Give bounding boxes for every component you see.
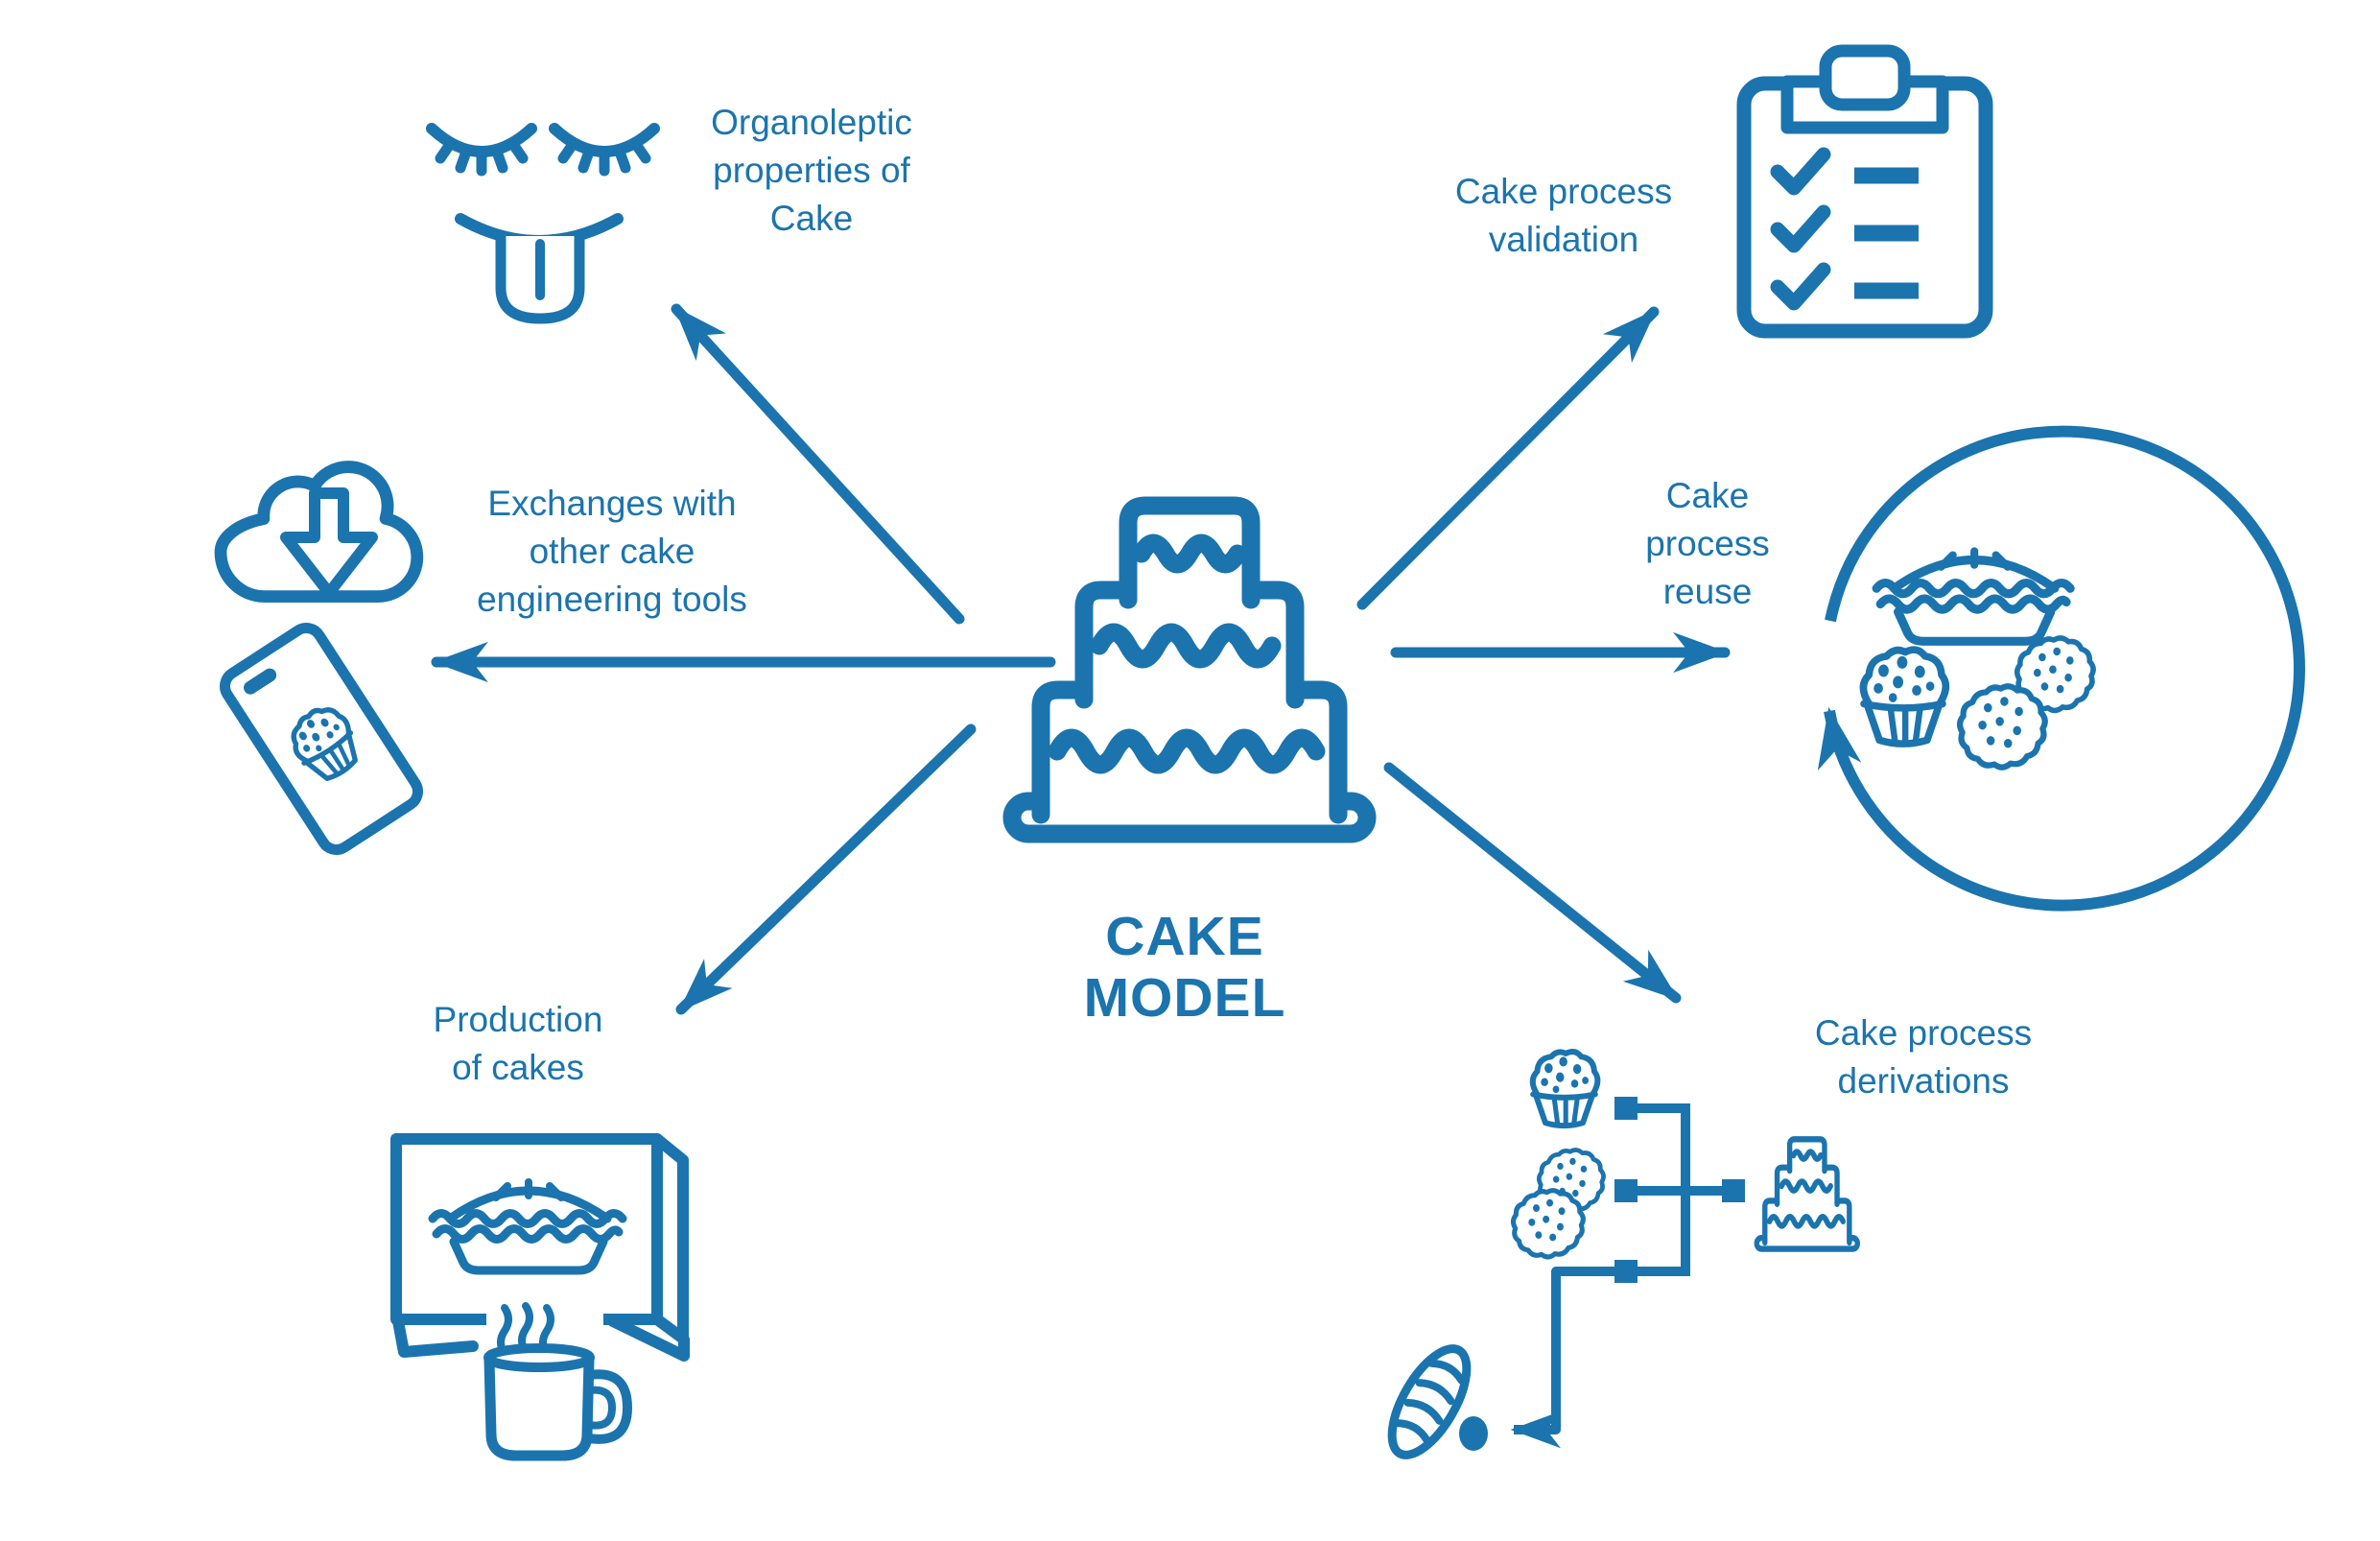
muffin-icon (1863, 648, 1945, 744)
small-cake-icon (1756, 1139, 1857, 1248)
cookie-icon (1960, 686, 2045, 767)
box-flap-left (392, 1316, 479, 1358)
arrow-to-organoleptic-line (671, 303, 965, 625)
box-flap-right (607, 1316, 690, 1362)
steaming-mug-icon (483, 1300, 632, 1461)
label-exchanges: Exchanges with other cake engineering to… (477, 484, 747, 619)
arrow-to-derivations (1383, 762, 1682, 1004)
arrow-to-validation (1356, 306, 1660, 610)
derivation-arrow (1510, 1267, 1614, 1449)
cloud-download-icon (214, 461, 424, 604)
closed-eye-left-icon (426, 123, 537, 177)
label-derivations: Cake process derivations (1814, 1013, 2033, 1101)
cookie-icon (1514, 1191, 1584, 1257)
tongue-icon (455, 213, 624, 324)
label-organoleptic: Organoleptic properties of Cake (711, 103, 912, 238)
closed-eye-right-icon (549, 123, 660, 177)
dot-node (1459, 1416, 1488, 1451)
bread-icon (1387, 1344, 1472, 1459)
cycle-arrow-icon (1818, 425, 2305, 912)
pie-box-mug-icon (390, 1133, 690, 1461)
box-side (651, 1133, 689, 1344)
checkmark-icon (1770, 147, 1831, 311)
label-reuse: Cake process reuse (1645, 476, 1770, 611)
derivation-flow-icon (1387, 1051, 1858, 1459)
cycle-pastries-icon (1818, 425, 2305, 912)
phone-camera-icon (244, 668, 277, 695)
label-production: Production of cakes (433, 1000, 603, 1087)
clipboard-checklist-icon (1736, 44, 1993, 339)
phone-muffin-icon (220, 623, 423, 855)
diagram-title: CAKE MODEL (1083, 906, 1286, 1029)
muffin-icon (1533, 1051, 1598, 1126)
radial-arrows (431, 303, 1731, 1015)
pie-icon (433, 1182, 623, 1270)
arrow-to-production (675, 723, 977, 1015)
checklist-line-icon (1854, 167, 1919, 299)
connector-lines (1638, 1103, 1722, 1276)
connector-node-squares (1614, 1097, 1745, 1283)
taste-face-icon (426, 123, 660, 324)
pie-icon (1876, 551, 2070, 641)
label-validation: Cake process validation (1454, 172, 1673, 259)
tiered-cake-icon (1012, 506, 1367, 834)
